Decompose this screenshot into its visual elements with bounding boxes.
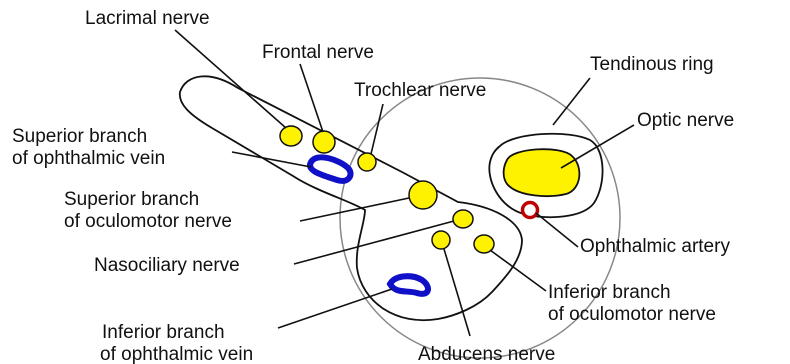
label-inf-oculomotor-line2: of oculomotor nerve — [548, 304, 716, 325]
leader-optic — [561, 125, 634, 168]
superior-orbital-fissure-outline — [180, 76, 522, 320]
lacrimal-nerve — [280, 126, 302, 146]
label-optic-nerve: Optic nerve — [637, 110, 734, 131]
leader-sup-vein — [232, 152, 311, 167]
frontal-nerve — [313, 131, 335, 153]
label-ophthalmic-artery: Ophthalmic artery — [580, 236, 730, 257]
leader-nasociliary — [294, 221, 454, 264]
label-abducens-nerve: Abducens nerve — [418, 344, 555, 364]
label-inf-ophthalmic-vein-line1: Inferior branch — [102, 322, 225, 343]
label-tendinous-ring: Tendinous ring — [590, 54, 714, 75]
label-frontal-nerve: Frontal nerve — [262, 42, 374, 63]
label-sup-oculomotor-line1: Superior branch — [64, 189, 199, 210]
nasociliary-nerve — [453, 210, 473, 228]
superior-oculomotor-nerve — [409, 181, 437, 209]
inferior-oculomotor-nerve-a — [432, 231, 450, 249]
trochlear-nerve — [358, 153, 376, 171]
inferior-ophthalmic-vein — [390, 276, 428, 294]
superior-ophthalmic-vein — [310, 157, 350, 181]
label-lacrimal-nerve: Lacrimal nerve — [85, 8, 210, 29]
label-trochlear-nerve: Trochlear nerve — [354, 80, 486, 101]
leader-abducens — [444, 249, 470, 336]
leader-inf-vein — [278, 289, 392, 328]
label-inf-oculomotor-line1: Inferior branch — [548, 282, 671, 303]
label-sup-ophthalmic-vein-line2: of ophthalmic vein — [12, 148, 165, 169]
label-nasociliary-nerve: Nasociliary nerve — [94, 255, 240, 276]
leader-sup-oculomotor — [300, 198, 409, 221]
optic-nerve — [504, 149, 580, 196]
label-inf-ophthalmic-vein-line2: of ophthalmic vein — [100, 344, 253, 364]
label-sup-ophthalmic-vein-line1: Superior branch — [12, 126, 147, 147]
label-sup-oculomotor-line2: of oculomotor nerve — [64, 211, 232, 232]
ophthalmic-artery — [523, 203, 538, 218]
leader-ophthalmic-artery — [536, 213, 578, 247]
